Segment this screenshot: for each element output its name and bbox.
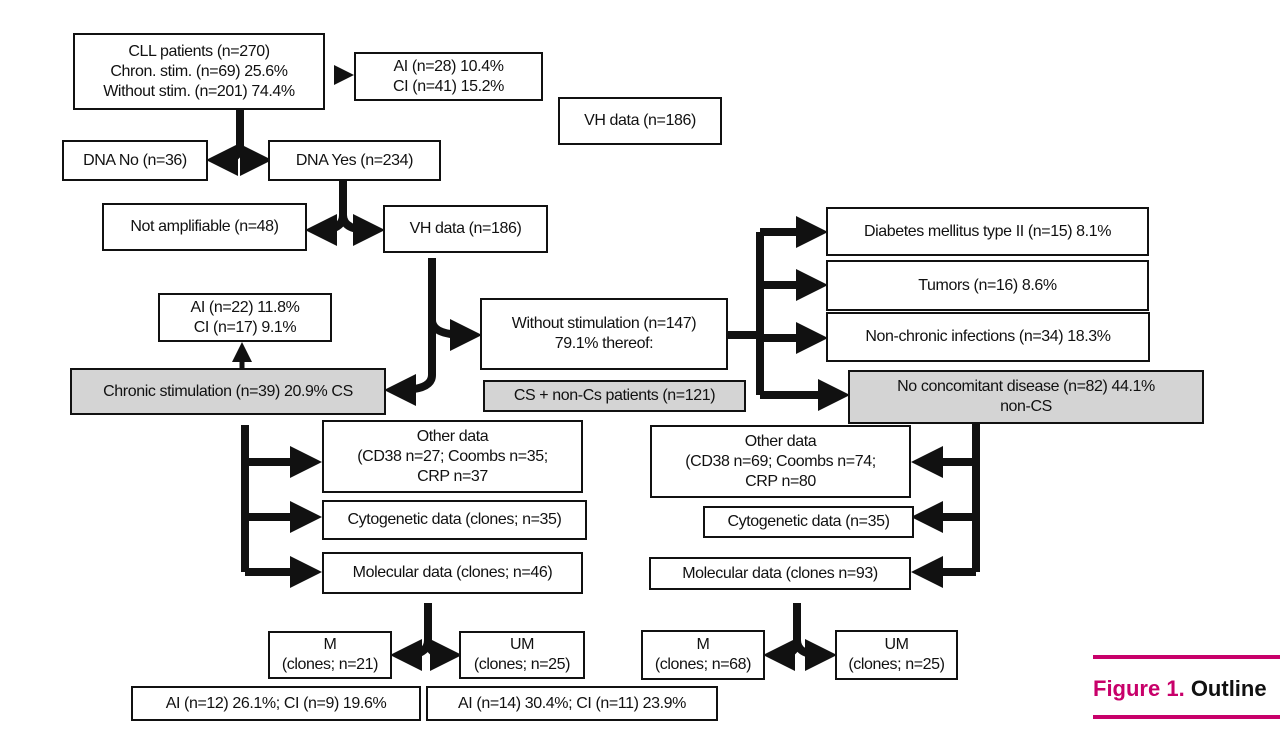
arrow-to-um-left <box>424 638 462 671</box>
box-m-left: M (clones; n=21) <box>268 631 392 679</box>
box-dna-yes: DNA Yes (n=234) <box>268 140 441 181</box>
box-text-line: Other data <box>744 432 817 450</box>
box-cyto-left: Cytogenetic data (clones; n=35) <box>322 500 587 540</box>
box-cyto-right: Cytogenetic data (n=35) <box>703 506 914 538</box>
box-text-line: (CD38 n=27; Coombs n=35; <box>357 447 548 465</box>
box-vh-data: VH data (n=186) <box>383 205 548 253</box>
box-text-line: Without stimulation (n=147) <box>511 315 697 332</box>
box-chronic-stim: Chronic stimulation (n=39) 20.9% CS <box>70 368 386 415</box>
box-text-line: Without stim. (n=201) 74.4% <box>103 82 295 100</box>
box-text-line: CI (n=41) 15.2% <box>393 77 504 95</box>
arrow-vh-to-without-stim <box>428 258 482 351</box>
box-text-line: CRP n=80 <box>745 472 816 490</box>
box-no-concomitant: No concomitant disease (n=82) 44.1% non-C… <box>848 370 1204 424</box>
box-ai-ci-um-left: AI (n=14) 30.4%; CI (n=11) 23.9% <box>426 686 718 721</box>
box-text-line: CI (n=17) 9.1% <box>193 318 297 336</box>
box-text-line: M <box>323 636 337 653</box>
box-text-line: UM <box>509 636 535 653</box>
box-diabetes: Diabetes mellitus type II (n=15) 8.1% <box>826 207 1149 256</box>
box-text-line: Chron. stim. (n=69) 25.6% <box>110 62 288 80</box>
box-molecular-right: Molecular data (clones n=93) <box>649 557 911 590</box>
box-text-line: AI (n=22) 11.8% <box>190 298 300 316</box>
box-text-line: VH data (n=186) <box>409 220 522 237</box>
box-infections: Non-chronic infections (n=34) 18.3% <box>826 312 1150 362</box>
box-text-line: DNA Yes (n=234) <box>295 151 414 169</box>
box-text-line: Tumors (n=16) 8.6% <box>918 276 1057 294</box>
figure-title: Outline <box>1190 676 1267 701</box>
box-text-line: Other data <box>416 427 489 445</box>
box-text-line: M <box>696 636 710 653</box>
arrow-cll-to-dna-yes <box>236 143 272 176</box>
box-other-left: Other data (CD38 n=27; Coombs n=35; CRP n=… <box>322 420 583 493</box>
box-without-stim: Without stimulation (n=147) 79.1% thereof… <box>480 298 728 370</box>
box-text-line: Not amplifiable (n=48) <box>130 218 279 235</box>
box-text-line: AI (n=28) 10.4% <box>393 57 504 75</box>
box-not-amplifiable: Not amplifiable (n=48) <box>102 203 307 251</box>
box-text-line: CRP n=37 <box>417 467 488 485</box>
box-text-line: (CD38 n=69; Coombs n=74; <box>685 452 876 470</box>
box-text-line: (clones; n=21) <box>281 656 379 673</box>
box-text-line: (clones; n=25) <box>473 656 571 673</box>
bracket-without-stim <box>728 232 764 395</box>
arrow-dna-yes-to-vh <box>339 213 385 246</box>
box-dna-no: DNA No (n=36) <box>62 140 208 181</box>
box-text-line: CLL patients (n=270) <box>128 42 270 60</box>
arrow-to-m-left <box>390 603 432 671</box>
box-cll: CLL patients (n=270) Chron. stim. (n=69) … <box>73 33 325 110</box>
box-text-line: CS + non-Cs patients (n=121) <box>513 387 716 404</box>
box-ai-ci-top: AI (n=28) 10.4% CI (n=41) 15.2% <box>354 52 543 101</box>
arrow-dna-yes-to-not-amplifiable <box>305 181 347 246</box>
box-text-line: Molecular data (clones n=93) <box>682 564 878 582</box>
box-um-right: UM (clones; n=25) <box>835 630 958 680</box>
box-other-right: Other data (CD38 n=69; Coombs n=74; CRP n=… <box>650 425 911 498</box>
box-text-line: non-CS <box>1000 398 1052 415</box>
box-vh-isolated: VH data (n=186) <box>558 97 722 145</box>
arrow-vh-to-chronic <box>384 320 436 406</box>
box-ai-ci-cs: AI (n=22) 11.8% CI (n=17) 9.1% <box>158 293 332 342</box>
box-text-line: Cytogenetic data (clones; n=35) <box>347 511 562 528</box>
box-text-line: (clones; n=25) <box>848 656 945 673</box>
figure-caption: Figure 1. Outline <box>1093 676 1267 702</box>
figure-label: Figure 1. <box>1093 676 1185 701</box>
box-cs-noncs: CS + non-Cs patients (n=121) <box>483 380 746 412</box>
box-text-line: No concomitant disease (n=82) 44.1% <box>897 378 1155 395</box>
box-text-line: Chronic stimulation (n=39) 20.9% CS <box>103 382 353 400</box>
caption-top-rule <box>1093 655 1280 659</box>
box-molecular-left: Molecular data (clones; n=46) <box>322 552 583 594</box>
box-text-line: VH data (n=186) <box>584 112 696 129</box>
caption-bottom-rule <box>1093 715 1280 719</box>
box-text-line: UM <box>884 636 909 653</box>
box-text-line: AI (n=14) 30.4%; CI (n=11) 23.9% <box>458 694 686 712</box>
box-text-line: DNA No (n=36) <box>83 151 187 169</box>
box-text-line: Diabetes mellitus type II (n=15) 8.1% <box>863 222 1112 240</box>
box-m-right: M (clones; n=68) <box>641 630 765 680</box>
box-tumors: Tumors (n=16) 8.6% <box>826 260 1149 311</box>
box-text-line: 79.1% thereof: <box>554 335 654 352</box>
box-um-left: UM (clones; n=25) <box>459 631 585 679</box>
box-text-line: Non-chronic infections (n=34) 18.3% <box>865 328 1111 345</box>
box-ai-ci-m-left: AI (n=12) 26.1%; CI (n=9) 19.6% <box>131 686 421 721</box>
box-text-line: Cytogenetic data (n=35) <box>727 513 890 530</box>
arrow-to-um-right <box>793 638 837 671</box>
box-text-line: AI (n=12) 26.1%; CI (n=9) 19.6% <box>165 694 387 712</box>
box-text-line: Molecular data (clones; n=46) <box>352 564 553 581</box>
box-text-line: (clones; n=68) <box>654 656 752 673</box>
